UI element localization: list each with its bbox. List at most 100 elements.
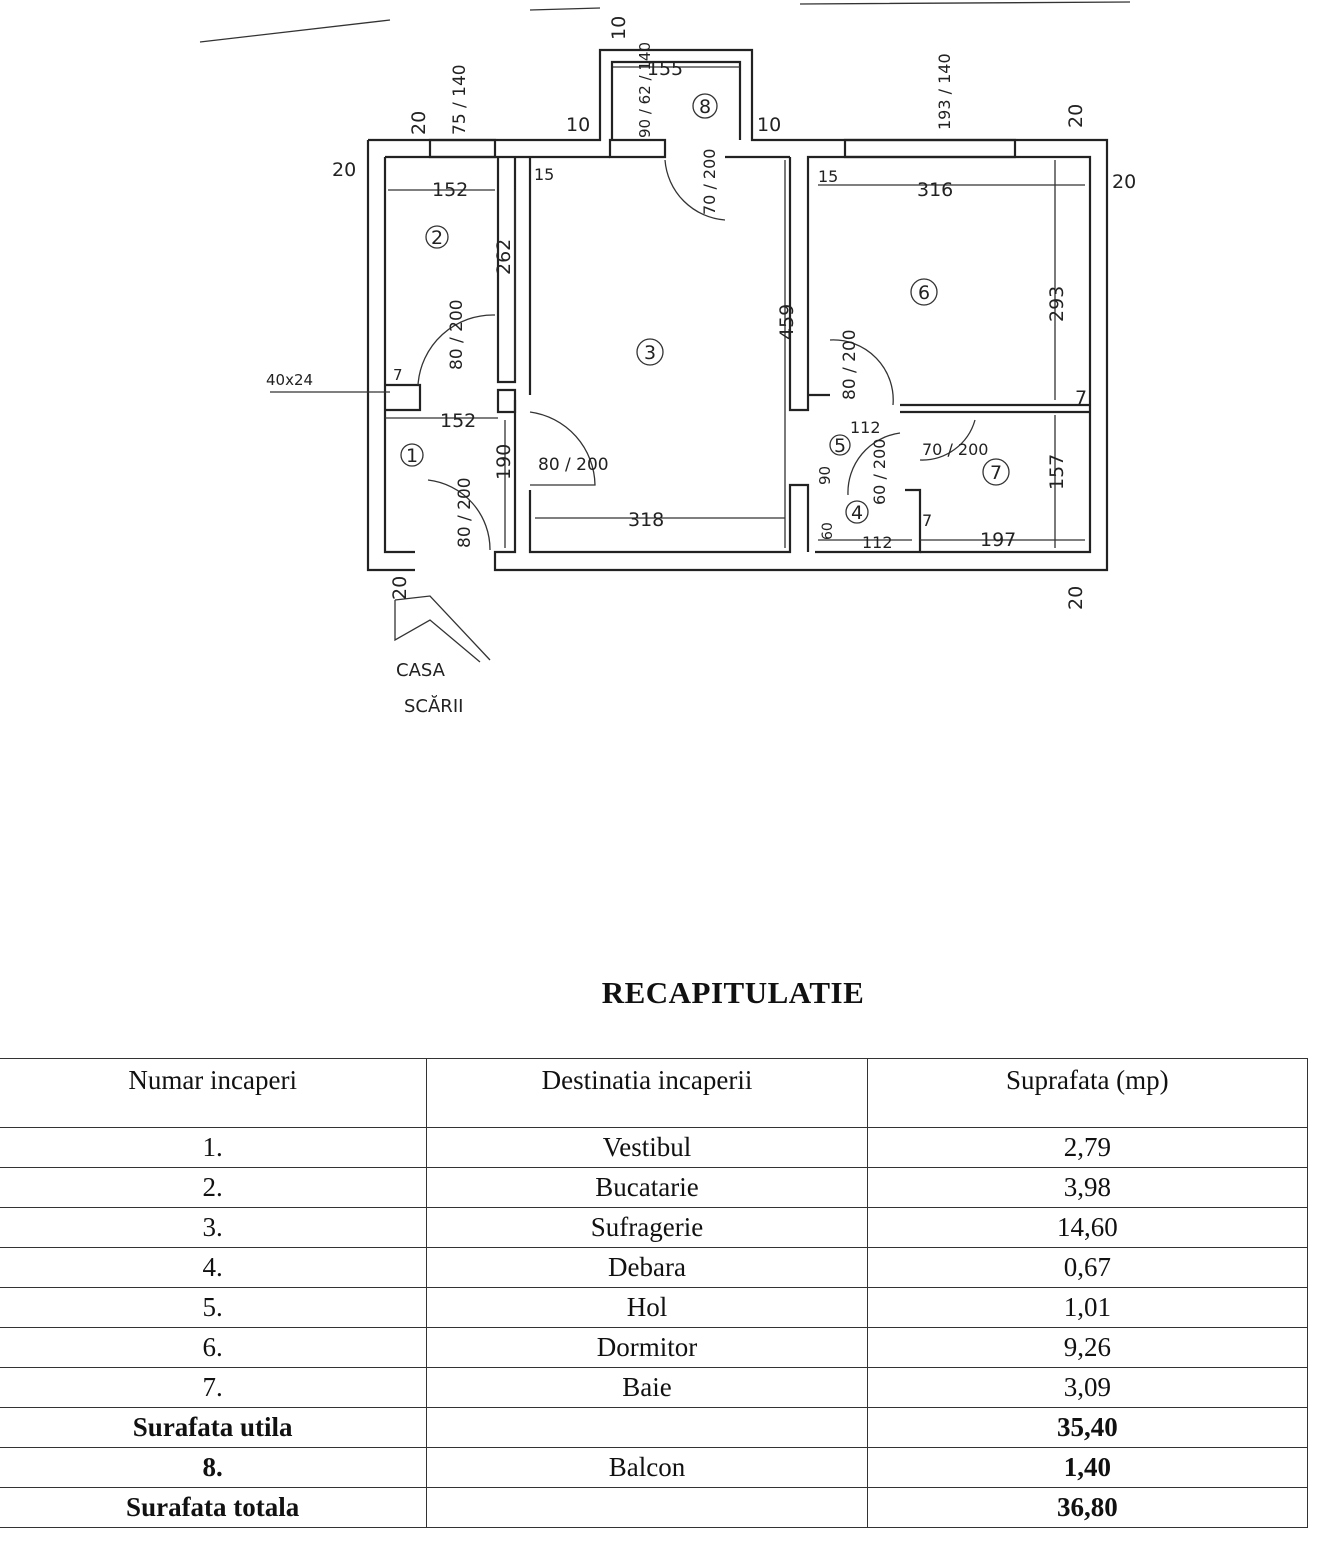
dim-label: 152 xyxy=(440,410,476,432)
room-numbers: 1 2 3 4 5 6 7 8 xyxy=(400,93,1010,524)
room-purpose-cell: Vestibul xyxy=(426,1127,868,1168)
room-purpose-cell xyxy=(426,1487,868,1528)
room-number-1: 1 xyxy=(406,445,418,467)
dim-label: 7 xyxy=(1075,387,1087,409)
room-purpose-cell xyxy=(426,1407,868,1448)
room-number-cell: 1. xyxy=(0,1127,428,1168)
room-number-4: 4 xyxy=(851,502,863,524)
dim-label: 112 xyxy=(850,418,881,437)
dim-label: 60 / 200 xyxy=(870,439,889,505)
table-row: Surafata utila 35,40 xyxy=(0,1407,1309,1448)
floor-plan: 1 2 3 4 5 6 7 8 10 155 10 10 90 / 62 / 1… xyxy=(199,1,1136,717)
room-number-cell: 3. xyxy=(0,1207,428,1248)
dim-label: 155 xyxy=(647,58,683,80)
stairs-label: CASA xyxy=(396,660,446,681)
table-header-row: Numar incaperi Destinatia incaperii Supr… xyxy=(0,1058,1309,1128)
area-cell: 1,01 xyxy=(866,1287,1309,1328)
room-purpose-cell: Balcon xyxy=(426,1447,868,1488)
dim-label: 80 / 200 xyxy=(538,455,609,475)
dim-label: 20 xyxy=(408,111,430,135)
dim-label: 80 / 200 xyxy=(455,477,475,548)
dim-label: 15 xyxy=(818,167,838,186)
dim-label: 40x24 xyxy=(266,371,313,389)
area-cell: 0,67 xyxy=(866,1247,1309,1288)
area-cell: 3,09 xyxy=(866,1367,1309,1408)
area-cell: 35,40 xyxy=(866,1407,1309,1448)
dim-label: 190 xyxy=(493,444,515,480)
dim-label: 80 / 200 xyxy=(840,329,860,400)
room-purpose-cell: Debara xyxy=(426,1247,868,1288)
dim-label: 75 / 140 xyxy=(450,64,470,135)
room-number-cell: 6. xyxy=(0,1327,428,1368)
area-cell: 9,26 xyxy=(866,1327,1309,1368)
area-cell: 1,40 xyxy=(866,1447,1309,1488)
dim-label: 7 xyxy=(393,366,403,384)
area-cell: 36,80 xyxy=(866,1487,1309,1528)
scan-mark xyxy=(199,1,1131,43)
room-number-cell: Surafata utila xyxy=(0,1407,428,1448)
dim-label: 318 xyxy=(628,509,664,531)
dim-label: 152 xyxy=(432,179,468,201)
room-number-cell: 4. xyxy=(0,1247,428,1288)
dim-label: 7 xyxy=(922,511,932,530)
stairs-label: SCĂRII xyxy=(404,695,463,717)
dim-label: 293 xyxy=(1046,286,1068,322)
room-number-6: 6 xyxy=(918,282,930,304)
walls xyxy=(366,48,1109,572)
dim-label: 262 xyxy=(493,239,515,275)
room-number-cell: 5. xyxy=(0,1287,428,1328)
dim-label: 90 xyxy=(816,466,834,485)
room-number-cell: 2. xyxy=(0,1167,428,1208)
dim-label: 70 / 200 xyxy=(922,440,988,459)
dim-label: 80 / 200 xyxy=(447,299,467,370)
header-area: Suprafata (mp) xyxy=(866,1058,1309,1128)
room-purpose-cell: Dormitor xyxy=(426,1327,868,1368)
dim-label: 157 xyxy=(1046,454,1068,490)
dim-label: 10 xyxy=(757,114,781,136)
area-cell: 3,98 xyxy=(866,1167,1309,1208)
dim-label: 90 / 62 / 140 xyxy=(636,42,654,138)
room-purpose-cell: Bucatarie xyxy=(426,1167,868,1208)
room-number-2: 2 xyxy=(431,227,443,249)
dim-label: 10 xyxy=(566,114,590,136)
dimension-lines xyxy=(270,66,1085,663)
area-cell: 2,79 xyxy=(866,1127,1309,1168)
dim-label: 193 / 140 xyxy=(935,53,954,130)
summary-title: RECAPITULATIE xyxy=(601,975,865,1010)
dim-label: 10 xyxy=(608,16,630,40)
dim-label: 20 xyxy=(1065,104,1087,128)
dim-label: 60 xyxy=(820,522,836,540)
table-row: Surafata totala 36,80 xyxy=(0,1487,1309,1528)
room-purpose-cell: Sufragerie xyxy=(426,1207,868,1248)
dim-label: 316 xyxy=(917,179,953,201)
dim-label: 197 xyxy=(980,529,1016,551)
room-number-cell: 7. xyxy=(0,1367,428,1408)
room-purpose-cell: Baie xyxy=(426,1367,868,1408)
dim-label: 70 / 200 xyxy=(700,149,719,215)
room-number-5: 5 xyxy=(834,435,846,457)
header-room-purpose: Destinatia incaperii xyxy=(426,1058,868,1128)
room-number-cell: Surafata totala xyxy=(0,1487,428,1528)
dim-label: 20 xyxy=(332,159,356,181)
header-room-number: Numar incaperi xyxy=(0,1058,428,1128)
dimension-labels: 10 155 10 10 90 / 62 / 140 20 75 / 140 2… xyxy=(266,16,1136,717)
room-purpose-cell: Hol xyxy=(426,1287,868,1328)
room-number-8: 8 xyxy=(699,96,711,118)
room-number-3: 3 xyxy=(644,342,656,364)
dim-label: 20 xyxy=(1065,586,1087,610)
dim-label: 112 xyxy=(862,533,893,552)
dim-label: 15 xyxy=(534,165,554,184)
dim-label: 20 xyxy=(389,576,411,600)
dim-label: 459 xyxy=(776,304,798,340)
dim-label: 20 xyxy=(1112,171,1136,193)
room-number-7: 7 xyxy=(990,462,1002,484)
area-cell: 14,60 xyxy=(866,1207,1309,1248)
